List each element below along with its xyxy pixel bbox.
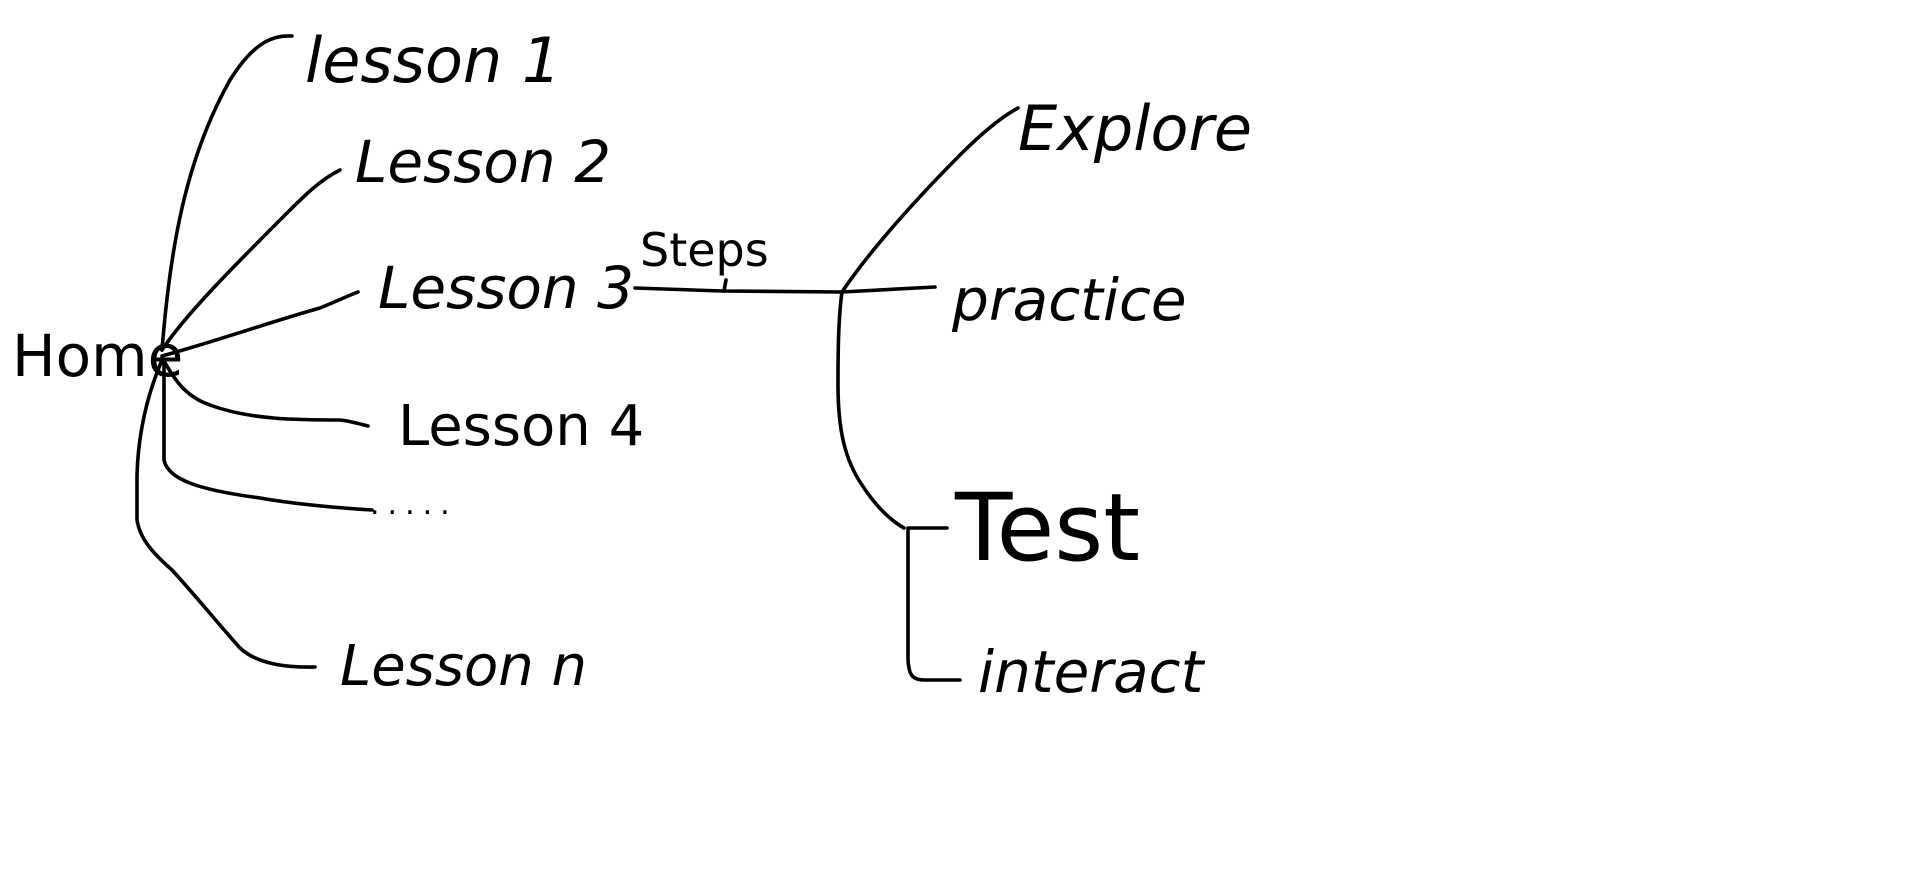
lesson-n-label: Lesson n <box>340 634 587 699</box>
branch-lesson-2 <box>160 168 342 352</box>
branch-ellipsis <box>162 358 374 512</box>
lesson-1-label: lesson 1 <box>305 24 561 97</box>
home-node: Home <box>12 322 183 390</box>
branch-test <box>836 290 906 530</box>
steps-label: Steps <box>640 223 769 277</box>
branch-lesson-n <box>135 358 317 669</box>
steps-tick <box>722 278 728 293</box>
steps-connector <box>633 286 844 294</box>
branch-lesson-4 <box>160 356 370 428</box>
branch-lesson-3 <box>160 290 360 358</box>
branch-practice <box>840 285 937 294</box>
lesson-4-label: Lesson 4 <box>398 394 644 459</box>
test-label: Test <box>954 474 1140 583</box>
lesson-3-label: Lesson 3 <box>378 254 634 322</box>
branch-explore <box>840 106 1020 294</box>
practice-label: practice <box>951 266 1187 334</box>
test-interact-bracket <box>906 526 962 682</box>
explore-label: Explore <box>1018 92 1252 165</box>
branch-lesson-1 <box>160 34 294 352</box>
interact-label: interact <box>978 638 1206 706</box>
ellipsis-label: ..... <box>370 487 458 522</box>
lesson-2-label: Lesson 2 <box>355 128 611 196</box>
